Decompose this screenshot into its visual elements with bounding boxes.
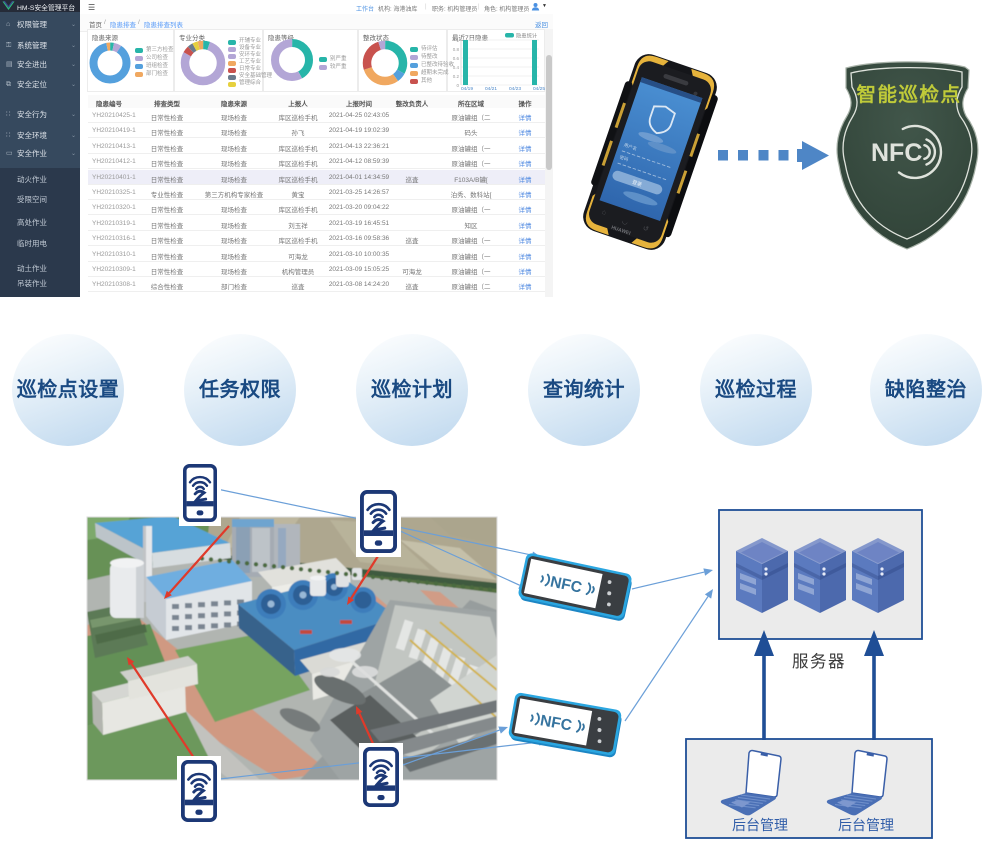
svg-text:0: 0 xyxy=(456,83,459,88)
svg-text:NFC: NFC xyxy=(549,573,584,596)
svg-text:↺: ↺ xyxy=(642,225,650,234)
svg-text:◡: ◡ xyxy=(621,218,629,227)
svg-text:0.6: 0.6 xyxy=(453,56,460,61)
svg-text:04/21: 04/21 xyxy=(485,86,497,92)
svg-text:后台管理: 后台管理 xyxy=(838,817,894,833)
svg-text:后台管理: 后台管理 xyxy=(732,817,788,833)
svg-text:服务器: 服务器 xyxy=(792,652,846,671)
svg-text:NFC: NFC xyxy=(539,712,573,734)
svg-text:隐患统计: 隐患统计 xyxy=(516,32,538,40)
svg-text:0.8: 0.8 xyxy=(453,47,460,52)
svg-text:NFC: NFC xyxy=(871,139,922,167)
svg-text:04/25: 04/25 xyxy=(533,86,545,92)
svg-text:智能巡检点: 智能巡检点 xyxy=(856,83,961,106)
svg-text:用户名: 用户名 xyxy=(623,141,638,152)
svg-text:04/19: 04/19 xyxy=(461,86,473,92)
svg-text:04/23: 04/23 xyxy=(509,86,521,92)
svg-text:⌂: ⌂ xyxy=(601,209,607,217)
svg-text:密码: 密码 xyxy=(619,154,630,164)
svg-text:登录: 登录 xyxy=(631,179,643,189)
svg-text:0.2: 0.2 xyxy=(453,74,460,79)
svg-text:1: 1 xyxy=(456,38,459,43)
svg-text:0.4: 0.4 xyxy=(453,65,460,70)
